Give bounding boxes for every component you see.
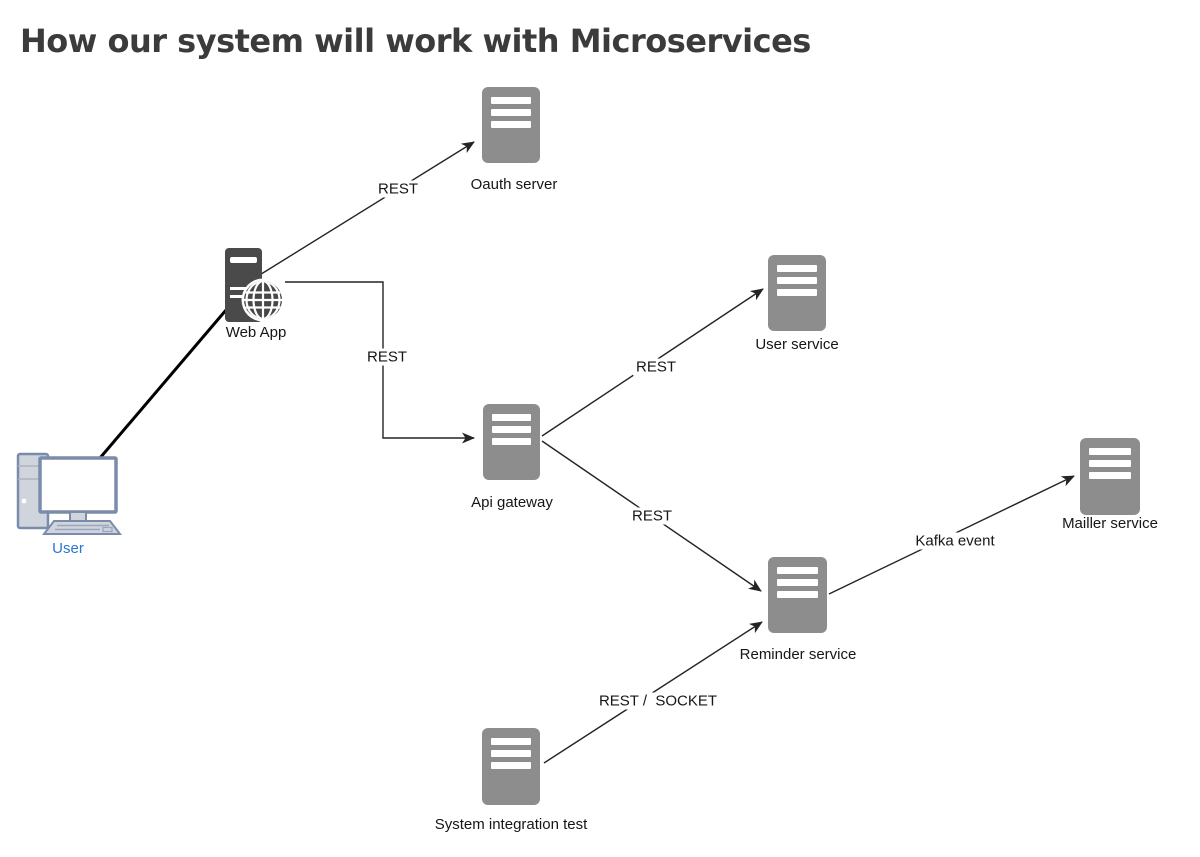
server-slot	[1089, 472, 1131, 479]
server-slot	[491, 738, 531, 745]
server-icon	[482, 87, 540, 163]
edge-label-rest-apigateway: REST	[363, 348, 411, 366]
server-slot	[491, 762, 531, 769]
desktop-computer-icon	[16, 452, 122, 535]
server-slot	[492, 426, 531, 433]
server-icon	[768, 255, 826, 331]
server-slot	[777, 567, 818, 574]
server-slot	[1089, 448, 1131, 455]
server-slot	[491, 97, 531, 104]
node-label-user: User	[52, 540, 84, 557]
edge-label-kafka-event: Kafka event	[912, 532, 998, 550]
tower-vent	[230, 295, 247, 298]
edge-label-rest-oauth: REST	[374, 180, 422, 198]
tower-vent	[230, 287, 247, 290]
edge-label-rest-socket: REST / SOCKET	[595, 692, 721, 710]
edge-user-to-webapp	[98, 302, 234, 459]
server-slot	[777, 265, 817, 272]
node-label-oauth-server: Oauth server	[470, 176, 558, 193]
tower-slot	[230, 257, 257, 263]
server-slot	[491, 750, 531, 757]
node-label-web-app: Web App	[225, 324, 287, 341]
server-slot	[491, 109, 531, 116]
server-icon	[482, 728, 540, 805]
edge-webapp-to-oauth	[257, 141, 475, 277]
edge-label-rest-userservice: REST	[632, 358, 680, 376]
server-icon	[483, 404, 540, 480]
server-slot	[1089, 460, 1131, 467]
server-slot	[492, 414, 531, 421]
edge-label-rest-reminderservice: REST	[628, 507, 676, 525]
server-icon	[1080, 438, 1140, 515]
node-label-system-integration-test: System integration test	[434, 816, 588, 833]
server-slot	[777, 591, 818, 598]
server-slot	[491, 121, 531, 128]
node-label-reminder-service: Reminder service	[739, 646, 857, 663]
node-label-mailler-service: Mailler service	[1062, 515, 1158, 532]
node-label-api-gateway: Api gateway	[471, 494, 553, 511]
server-icon	[768, 557, 827, 633]
page-title: How our system will work with Microservi…	[20, 22, 811, 60]
server-slot	[777, 579, 818, 586]
server-slot	[492, 438, 531, 445]
server-slot	[777, 277, 817, 284]
server-slot	[777, 289, 817, 296]
node-label-user-service: User service	[755, 336, 839, 353]
globe-icon	[241, 278, 285, 322]
